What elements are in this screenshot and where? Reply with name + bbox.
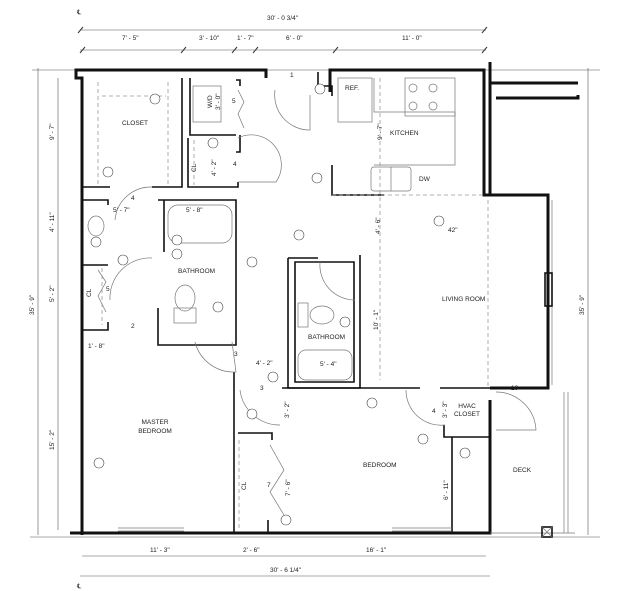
- dim-living-lower: 10' - 1": [373, 309, 380, 330]
- dim-wd: 3' - 0": [215, 93, 222, 110]
- room-bathroom-1: BATHROOM: [178, 268, 215, 275]
- centerline-mark-top: ℄: [76, 9, 82, 16]
- door-tag: 4: [432, 408, 436, 415]
- dim-kitchen: 9' - 7": [377, 123, 384, 140]
- door-tag: 2: [131, 323, 135, 330]
- door-tag: 1: [290, 72, 294, 79]
- dim-top-overall: 30' - 0 3/4": [267, 15, 299, 22]
- room-living: LIVING ROOM: [442, 296, 485, 303]
- door-tag: 10: [511, 385, 519, 392]
- dim-bath2-tub: 5' - 4": [320, 361, 337, 368]
- dim-bath1-vanity: 5' - 7": [113, 207, 130, 214]
- dim-left-3: 5' - 2": [49, 285, 56, 302]
- room-hvac-closet: HVAC CLOSET: [454, 403, 480, 418]
- dim-left-2: 4' - 11": [49, 212, 56, 232]
- dim-hall-width: 1' - 8": [88, 343, 105, 350]
- room-kitchen: KITCHEN: [390, 130, 419, 137]
- room-cl-b: CL: [86, 288, 93, 297]
- door-tag: 4: [131, 195, 135, 202]
- room-master-bedroom: MASTER BEDROOM: [138, 419, 172, 435]
- dim-cl: 4' - 2": [211, 159, 218, 176]
- dim-top-4: 6' - 0": [286, 35, 303, 42]
- room-bathroom-2: BATHROOM: [308, 334, 345, 341]
- door-tag: 4: [233, 161, 237, 168]
- dim-bottom-1: 11' - 3": [150, 547, 170, 554]
- dim-top-1: 7' - 5": [122, 35, 139, 42]
- dim-left-1: 9' - 7": [49, 123, 56, 140]
- dim-bottom-2: 2' - 6": [243, 547, 260, 554]
- dim-cl2: 7' - 6": [285, 479, 292, 496]
- dim-hall-length: 4' - 2": [256, 360, 273, 367]
- door-tag: 5: [232, 98, 236, 105]
- fixtures: [87, 77, 537, 528]
- dim-bottom-overall: 30' - 6 1/4": [270, 567, 302, 574]
- door-tag: 3: [234, 351, 238, 358]
- room-wd: W/D: [207, 95, 214, 108]
- room-deck: DECK: [513, 467, 532, 474]
- dim-bed-lower: 6' - 11": [443, 480, 450, 500]
- device-symbols: [90, 83, 471, 526]
- room-ref: REF.: [345, 85, 359, 92]
- room-cl-c: CL: [241, 481, 248, 490]
- dimension-lines: [30, 26, 600, 577]
- dim-right-overall: 35' - 9": [579, 294, 586, 315]
- dim-bath1-tub: 5' - 8": [186, 207, 203, 214]
- room-dw: DW: [419, 176, 431, 183]
- door-tag: 3: [260, 385, 264, 392]
- dim-bed-upper: 3' - 2": [284, 401, 291, 418]
- dim-living-upper: 4' - 6": [375, 217, 382, 234]
- dim-bottom-3: 16' - 1": [366, 547, 387, 554]
- door-tag: 5: [106, 286, 110, 293]
- dim-left-overall: 35' - 9": [29, 294, 36, 315]
- dim-top-3: 1' - 7": [237, 35, 254, 42]
- walls: [70, 62, 580, 538]
- dim-hvac: 3' - 3": [442, 401, 449, 418]
- room-bedroom: BEDROOM: [363, 462, 397, 469]
- room-cl-a: CL: [191, 163, 198, 172]
- dim-left-4: 15' - 2": [49, 429, 56, 450]
- dim-living-window: 42": [448, 227, 458, 234]
- dim-top-2: 3' - 10": [199, 35, 220, 42]
- room-closet: CLOSET: [122, 120, 148, 127]
- dim-top-5: 11' - 0": [402, 35, 422, 42]
- centerline-mark-bottom: ℄: [76, 583, 82, 590]
- door-tag: 7: [267, 482, 271, 489]
